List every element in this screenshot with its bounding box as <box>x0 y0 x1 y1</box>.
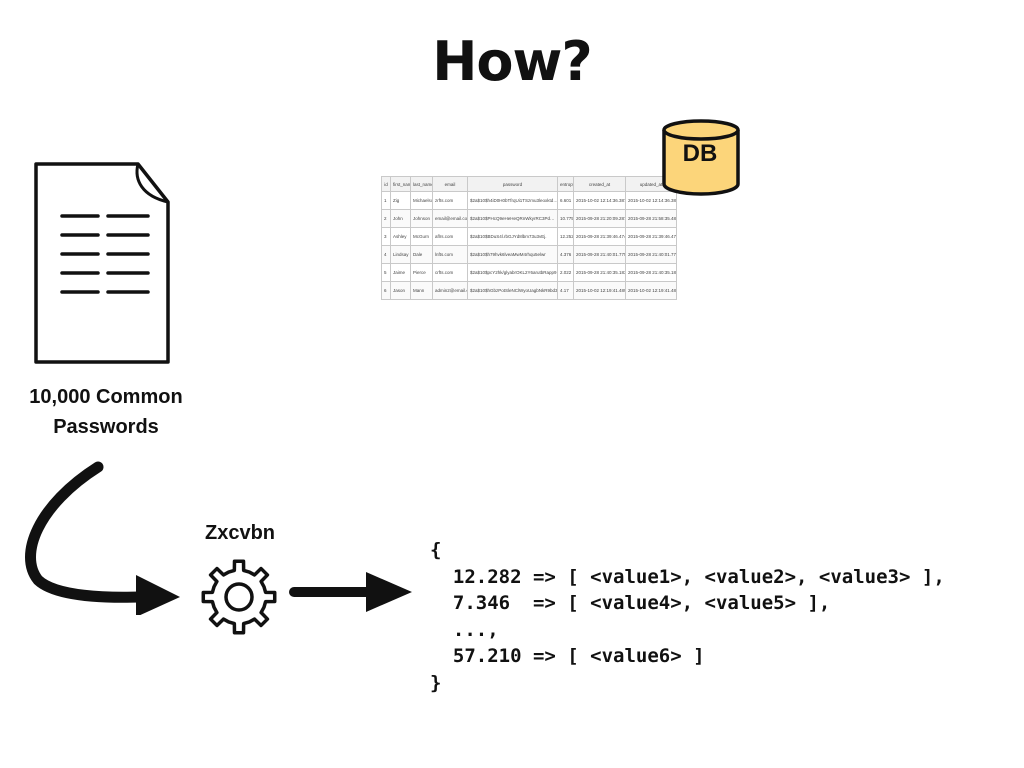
table-row: 1ZigMichaelsonzrfts.com$2a$10$h4iD0H0bTf… <box>381 191 677 210</box>
table-cell: admin2@email.com <box>432 281 468 300</box>
table-header-cell: last_name <box>410 176 433 192</box>
table-cell: 6.601 <box>557 191 574 210</box>
table-cell: 2015-10-02 12:19:41.489476 <box>625 281 677 300</box>
table-cell: 2015-09-28 21:40:35.183860 <box>625 263 677 282</box>
table-cell: 2015-09-28 21:58:35.488446 <box>625 209 677 228</box>
table-cell: McGurn <box>410 227 433 246</box>
database-label: DB <box>682 140 718 167</box>
table-cell: zrfts.com <box>432 191 468 210</box>
table-cell: Michaelson <box>410 191 433 210</box>
table-cell: Zig <box>390 191 411 210</box>
table-header-cell: password <box>467 176 558 192</box>
table-cell: $2a$10$PHcQ9eHeHeQRnWkyrRC3Pd… <box>467 209 558 228</box>
curved-arrow-icon <box>18 455 193 620</box>
table-cell: $2a$10$BDuS4l.rbGJYd8lbm73u3vEj. <box>467 227 558 246</box>
table-cell: 2015-10-02 12:19:41.489476 <box>573 281 626 300</box>
table-cell: Pierce <box>410 263 433 282</box>
code-line: 7.346 => [ <value4>, <value5> ], <box>430 592 831 614</box>
right-arrow-icon <box>288 570 418 619</box>
table-header-cell: email <box>432 176 468 192</box>
table-cell: 4.376 <box>557 245 574 264</box>
table-header-cell: entropy <box>557 176 574 192</box>
document-caption-line2: Passwords <box>53 416 159 438</box>
table-cell: $2a$10$hGbzPotSleNClWyoUagbNkR9bd3n… <box>467 281 558 300</box>
database-table: idfirst_namelast_nameemailpasswordentrop… <box>381 176 677 300</box>
table-cell: $2a$10$h4iD0H0bTfrqUi1TSzmu3leoxktd… <box>467 191 558 210</box>
table-header-cell: first_name <box>390 176 411 192</box>
table-cell: email@email.com <box>432 209 468 228</box>
table-cell: crfts.com <box>432 263 468 282</box>
table-cell: 2015-09-28 21:40:01.775787 <box>625 245 677 264</box>
table-cell: $2a$10$h79hvk6lveaMwM4rhqu5elwr <box>467 245 558 264</box>
table-cell: 2015-10-02 12:14:36.387172 <box>573 191 626 210</box>
output-code-block: { 12.282 => [ <value1>, <value2>, <value… <box>430 537 945 696</box>
table-cell: 10.775 <box>557 209 574 228</box>
table-header-row: idfirst_namelast_nameemailpasswordentrop… <box>381 176 677 192</box>
database-cylinder-icon <box>660 118 742 205</box>
table-cell: $2a$10$pcY2hk/glyabrOKL2Y6arutbRapp9… <box>467 263 558 282</box>
gear-icon <box>196 554 282 645</box>
table-cell: Johnson <box>410 209 433 228</box>
table-cell: 1 <box>381 191 391 210</box>
code-line: { <box>430 539 442 561</box>
code-line: 57.210 => [ <value6> ] <box>430 645 705 667</box>
table-cell: 2 <box>381 209 391 228</box>
table-cell: 2015-09-28 21:39:46.474331 <box>573 227 626 246</box>
table-cell: 2015-09-28 21:39:46.474331 <box>625 227 677 246</box>
table-row: 6JasonMannadmin2@email.com$2a$10$hGbzPot… <box>381 281 677 300</box>
code-line: ..., <box>430 618 499 641</box>
table-cell: 2.022 <box>557 263 574 282</box>
table-cell: 5 <box>381 263 391 282</box>
code-line: 12.282 => [ <value1>, <value2>, <value3>… <box>430 565 945 588</box>
document-caption-line1: 10,000 Common <box>29 386 183 408</box>
document-icon <box>30 158 175 373</box>
table-cell: 3 <box>381 227 391 246</box>
table-cell: 2015-09-28 21:20:09.287872 <box>573 209 626 228</box>
table-header-cell: created_at <box>573 176 626 192</box>
table-cell: lnfts.com <box>432 245 468 264</box>
table-cell: 4.17 <box>557 281 574 300</box>
table-cell: aflrs.com <box>432 227 468 246</box>
process-label: Zxcvbn <box>204 522 276 544</box>
table-header-cell: id <box>381 176 391 192</box>
table-cell: Dale <box>410 245 433 264</box>
table-cell: 6 <box>381 281 391 300</box>
table-cell: Jason <box>390 281 411 300</box>
table-cell: 12.252 <box>557 227 574 246</box>
table-cell: Mann <box>410 281 433 300</box>
table-cell: Ashley <box>390 227 411 246</box>
database-table-image: idfirst_namelast_nameemailpasswordentrop… <box>381 176 677 308</box>
table-cell: 4 <box>381 245 391 264</box>
slide-title: How? <box>432 30 593 93</box>
document-caption: 10,000 Common Passwords <box>0 382 212 442</box>
table-cell: 2015-09-28 21:40:35.183860 <box>573 263 626 282</box>
code-line: } <box>430 671 442 694</box>
table-cell: Jaime <box>390 263 411 282</box>
table-cell: John <box>390 209 411 228</box>
table-cell: Lindsay <box>390 245 411 264</box>
table-cell: 2015-09-28 21:40:01.775787 <box>573 245 626 264</box>
